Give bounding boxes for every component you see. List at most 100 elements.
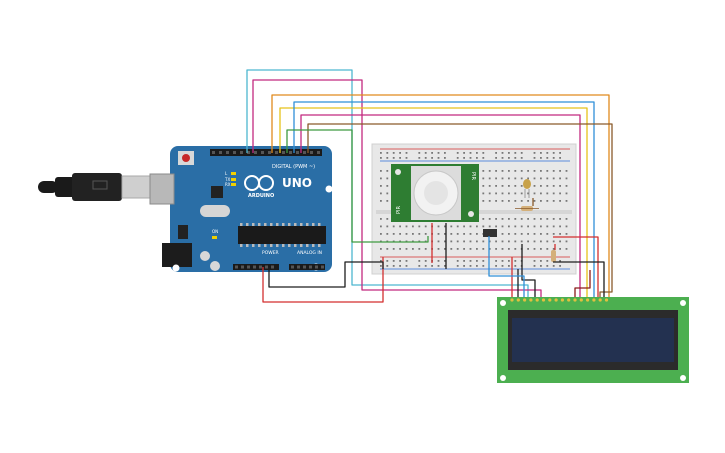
lcd-pin-3 [529,298,533,302]
terminal-hole [514,177,517,180]
terminal-hole [501,248,504,250]
lcd-hole-4 [680,375,686,381]
led [523,179,531,189]
rail-hole [559,260,561,262]
terminal-hole [514,192,517,195]
chip-pin-bottom [294,244,297,247]
terminal-hole [508,185,510,187]
terminal-hole [533,240,536,243]
terminal-hole [463,248,465,250]
digital-pin-2 [226,151,229,154]
rail-hole [508,260,510,262]
terminal-hole [424,248,427,250]
terminal-hole [495,200,497,202]
terminal-hole [540,200,542,202]
terminal-hole [565,225,568,228]
terminal-hole [450,233,453,235]
terminal-hole [418,225,421,228]
terminal-hole [552,185,555,187]
digital-pin-14 [310,151,313,154]
terminal-hole [514,240,517,243]
wire-brown [307,123,613,297]
terminal-hole [546,185,549,187]
terminal-hole [520,218,523,220]
wire-magenta [252,79,542,297]
terminal-hole [424,233,427,235]
rail-hole [437,152,440,154]
terminal-hole [380,170,382,172]
terminal-hole [469,248,472,250]
terminal-hole [488,192,491,195]
terminal-hole [565,192,568,195]
rail-hole [495,152,497,154]
terminal-hole [520,240,523,243]
terminal-hole [565,185,568,187]
terminal-hole [444,225,446,228]
lcd-pin-14 [598,298,602,302]
terminal-hole [552,177,555,180]
usb-port [149,173,175,205]
terminal-hole [508,170,510,172]
rail-hole [482,152,485,154]
lcd-pin-7 [554,298,558,302]
terminal-hole [386,185,389,187]
terminal-hole [565,248,568,250]
terminal-hole [514,170,517,172]
usb-chip [211,186,223,198]
rail-hole [392,265,395,267]
terminal-hole [546,177,549,180]
lcd-pin-5 [541,298,546,302]
terminal-hole [546,240,549,243]
rail-hole [456,157,459,159]
usb-cable-strain [38,181,58,193]
pir-right-label: PIR [470,172,476,180]
wire-darkred [574,270,591,297]
wire-yellow [279,107,588,297]
chip-pin-bottom [306,244,309,247]
rail-hole [392,157,395,159]
terminal-hole [552,170,555,172]
rail-hole [546,157,549,159]
terminal-hole [520,225,523,228]
rail-hole [437,157,440,159]
terminal-hole [501,225,504,228]
terminal-hole [418,233,421,235]
led-on [212,236,217,239]
wire-purple [300,114,581,297]
terminal-hole [495,240,497,243]
chip-pin-bottom [258,244,261,247]
terminal-hole [540,240,542,243]
digital-pin-4 [240,151,243,154]
terminal-hole [546,200,549,202]
terminal-hole [380,200,382,202]
terminal-hole [501,233,504,235]
rail-hole [424,265,427,267]
chip-pin-bottom [282,244,285,247]
terminal-hole [482,248,485,250]
terminal-hole [456,240,459,243]
power-pin-6 [271,265,274,269]
wire-orange [271,94,610,297]
lcd-pin-4 [535,298,539,302]
wires [246,69,613,303]
terminal-hole [424,225,427,228]
rail-hole [514,260,517,262]
terminal-hole [552,240,555,243]
arduino-uno: DIGITAL (PWM ~) ARDUINO UNO POWER ANALOG… [149,146,333,272]
lcd-hole-1 [500,300,506,306]
digital-pin-15 [317,151,320,154]
rail-hole [559,152,561,154]
terminal-hole [514,218,517,220]
terminal-hole [540,233,542,235]
lcd-pin-13 [592,298,596,302]
analog-pin-5 [321,265,324,269]
terminal-hole [559,192,561,195]
led-rx [231,183,236,186]
rail-hole [380,265,382,267]
terminal-hole [463,240,465,243]
terminal-hole [508,233,510,235]
chip-pin-top [252,223,255,226]
terminal-hole [469,225,472,228]
terminal-hole [533,185,536,187]
rail-hole [501,152,504,154]
